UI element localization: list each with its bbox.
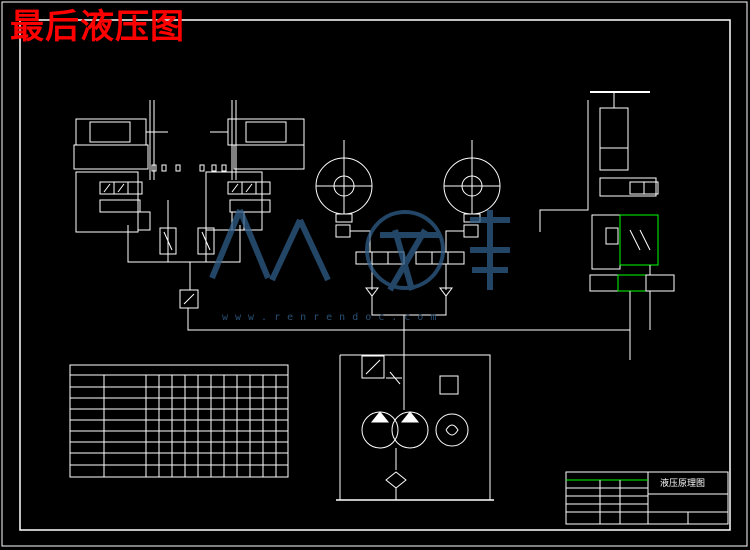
motor-icon (435, 413, 469, 447)
valve-icon (355, 251, 405, 265)
cylinder-icon (210, 118, 305, 170)
valve-icon (589, 274, 675, 292)
watermark-text: www.renrendoc.com (222, 312, 444, 323)
pump-icon (361, 411, 399, 449)
filter-icon (385, 471, 407, 489)
title-block-drawing-name: 液压原理图 (660, 479, 706, 489)
sequence-table (69, 364, 289, 478)
inner-border (19, 19, 731, 531)
valve-icon (227, 181, 271, 195)
valve-icon (99, 181, 143, 195)
watermark-logo-icon (209, 208, 510, 292)
motor-icon (315, 157, 373, 223)
pump-icon (391, 411, 429, 449)
cylinder-icon (599, 107, 629, 171)
title-block (565, 471, 729, 525)
drawing-title: 最后液压图 (10, 7, 185, 47)
